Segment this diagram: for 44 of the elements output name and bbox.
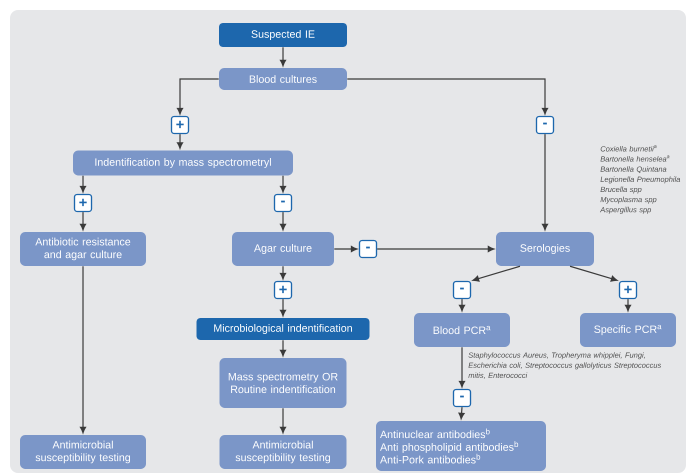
arrow	[472, 266, 520, 282]
arrow	[570, 266, 618, 282]
arrow	[80, 266, 86, 434]
arrow	[280, 47, 286, 66]
arrow	[624, 299, 632, 312]
sign-box: +	[274, 280, 292, 300]
arrow	[458, 347, 466, 388]
sign-box: -	[452, 280, 472, 300]
process-box: Blood cultures	[219, 68, 347, 90]
process-box: Antinuclear antibodies$^{b}$ Anti phospholipid antibodies$^{b}$ Anti-Pork antibodies$^{b}$	[376, 421, 546, 471]
arrow	[347, 78, 548, 114]
arrow	[280, 212, 286, 230]
arrow	[542, 134, 548, 230]
arrow	[280, 266, 286, 280]
sign-box: +	[618, 280, 638, 300]
arrow	[280, 299, 286, 316]
process-box: Serologies	[496, 232, 594, 266]
arrow	[176, 78, 219, 114]
process-box: Suspected IE	[219, 23, 347, 47]
arrow	[334, 246, 358, 252]
arrow	[176, 134, 184, 149]
sign-box: -	[536, 116, 554, 134]
process-box: Antimicrobial susceptibility testing	[220, 435, 346, 469]
process-box: Antibiotic resistance and agar culture	[20, 232, 146, 266]
process-box: Indentification by mass spectrometryl	[73, 150, 293, 176]
process-box: Agar culture	[232, 232, 334, 266]
arrow	[280, 176, 286, 192]
process-box: Blood PCR$^{a}$	[414, 313, 510, 347]
process-box: Specific PCR$^{a}$	[580, 313, 676, 347]
sign-box: -	[452, 388, 472, 408]
arrow	[458, 407, 465, 420]
process-box: Mass spectrometry OR Routine indentification	[220, 358, 346, 408]
arrow	[280, 340, 286, 356]
arrow	[80, 212, 86, 230]
sign-box: -	[358, 240, 378, 258]
arrow	[80, 176, 86, 192]
process-box: Antimicrobial susceptibility testing	[20, 435, 146, 469]
sign-box: +	[170, 116, 190, 134]
arrow	[280, 408, 286, 434]
process-box: Microbiological indentification	[196, 318, 370, 340]
arrow	[458, 299, 466, 312]
arrow	[377, 246, 494, 252]
sign-box: -	[274, 194, 292, 212]
sign-box: +	[74, 194, 92, 212]
